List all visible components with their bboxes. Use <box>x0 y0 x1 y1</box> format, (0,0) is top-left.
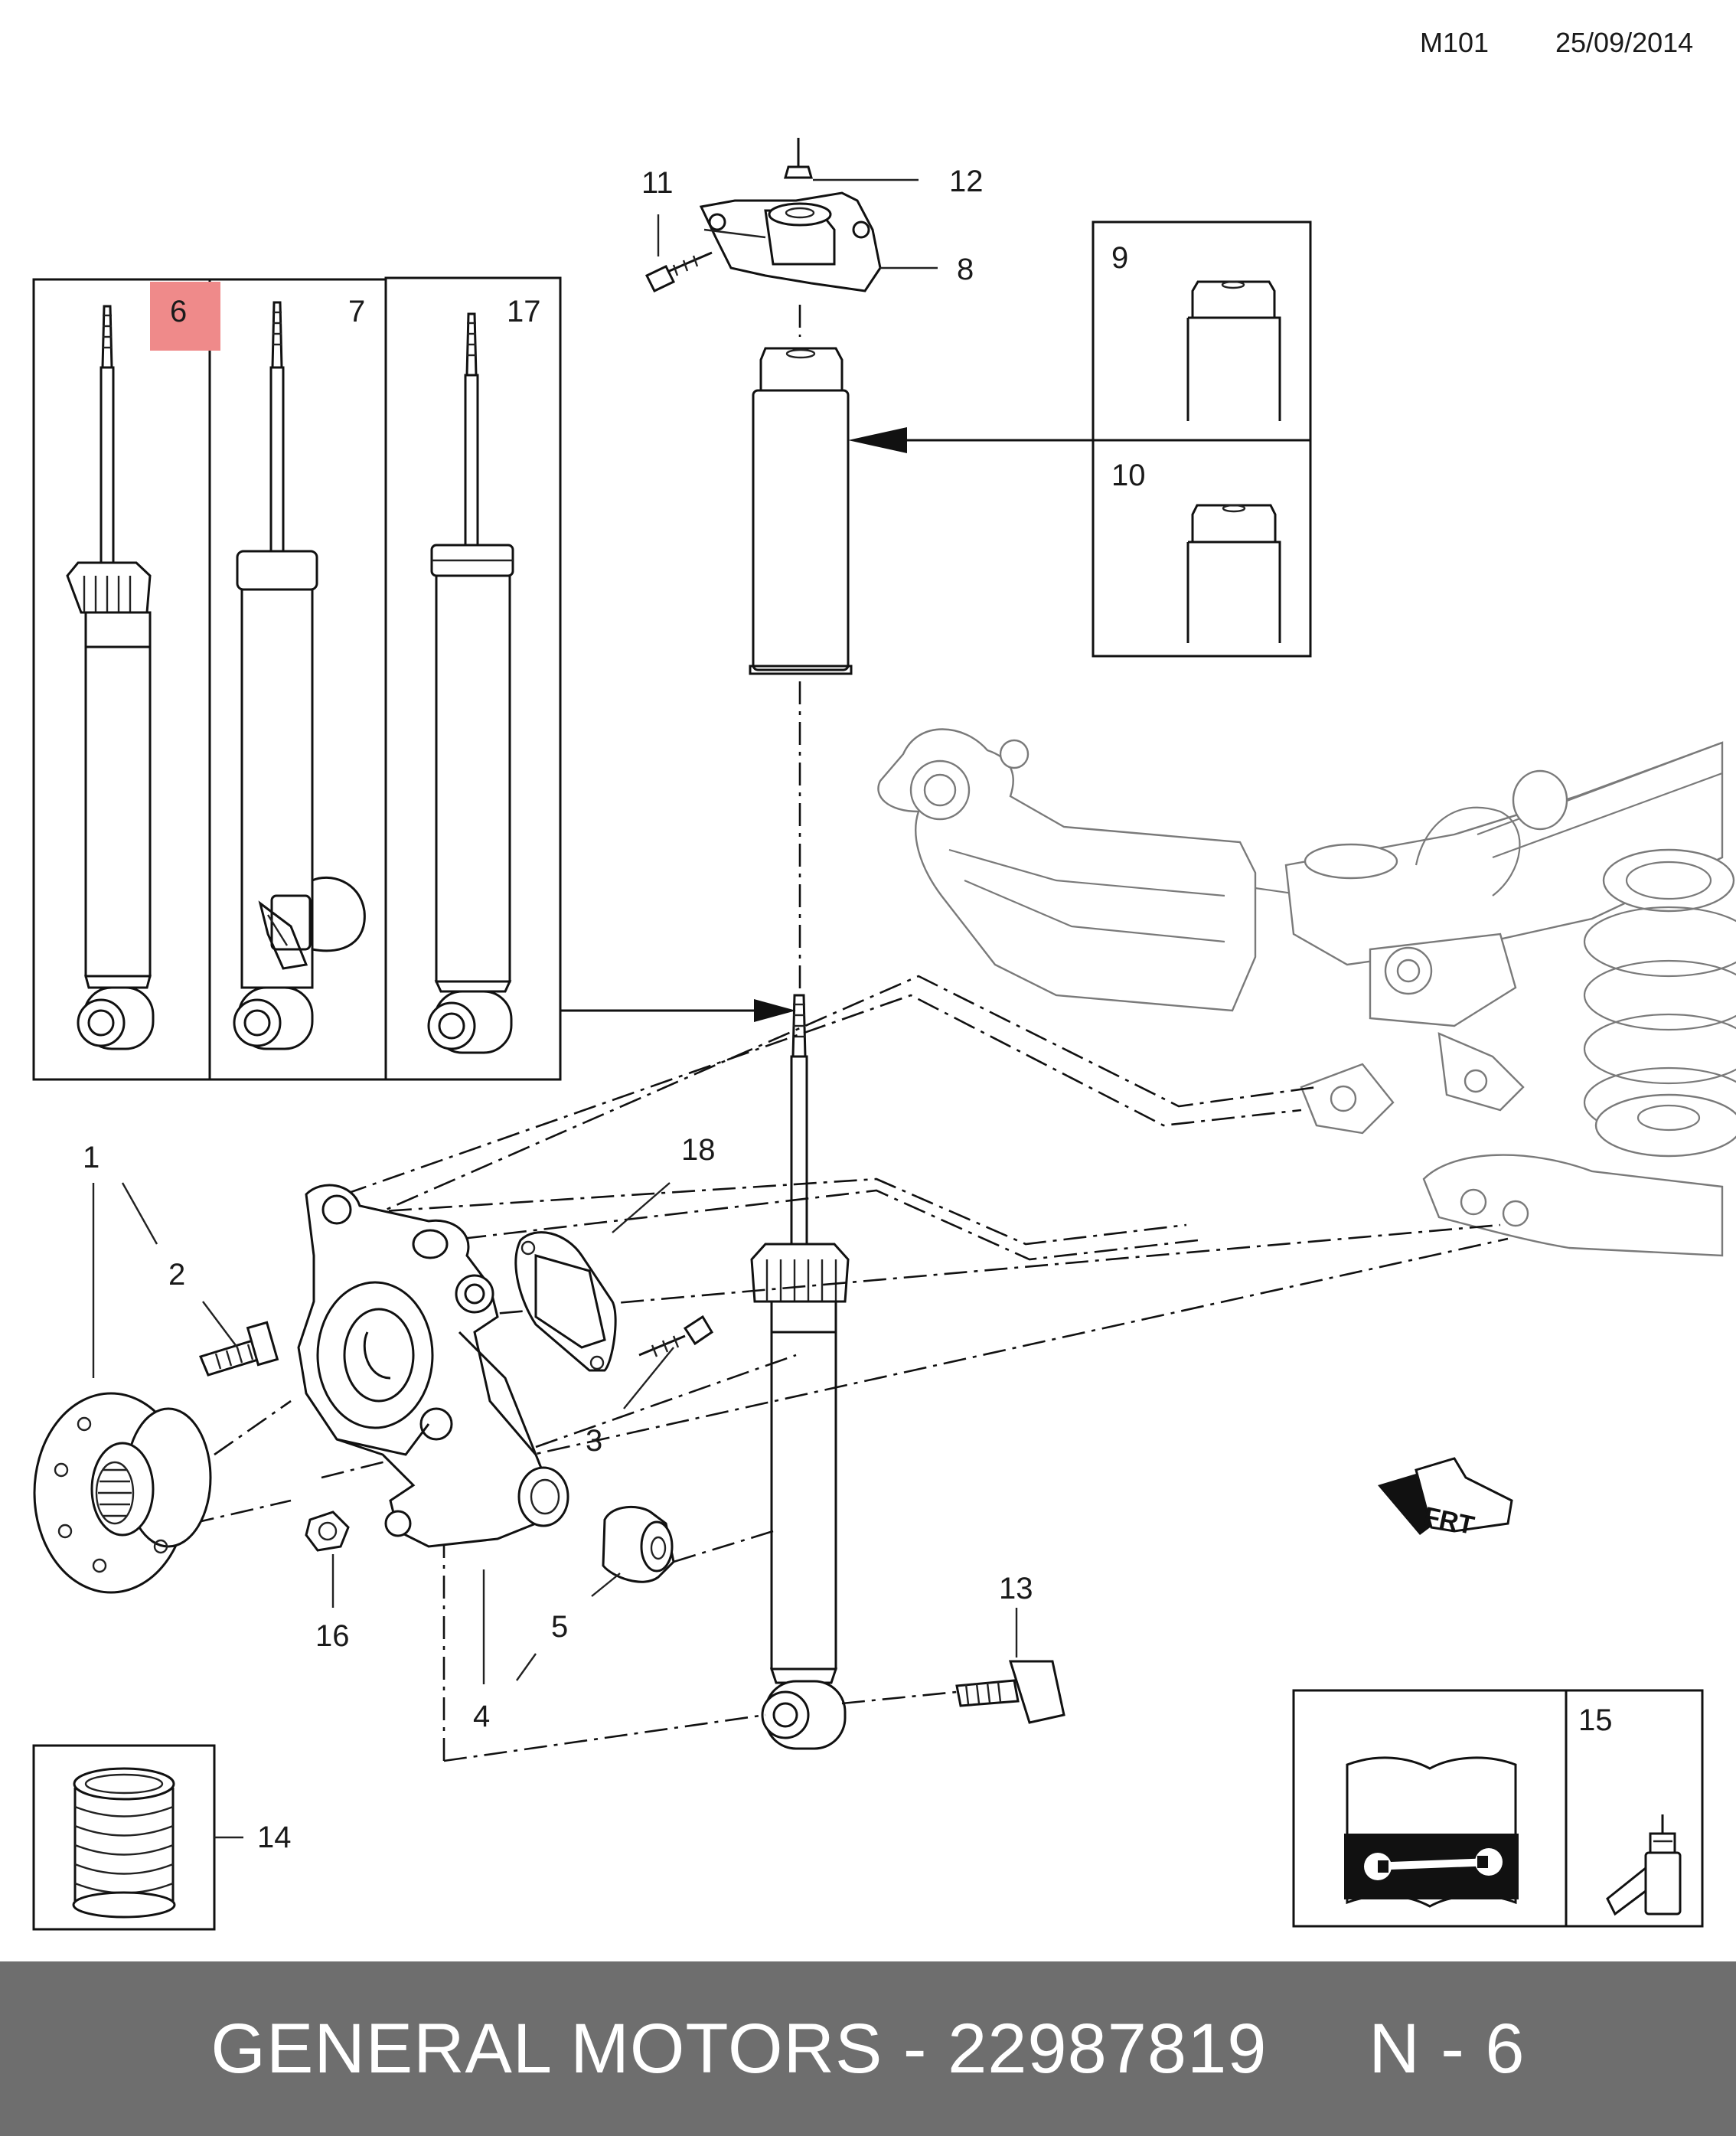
callout-6: 6 <box>170 295 187 328</box>
highlight-6 <box>150 282 220 351</box>
diagram-code: M101 <box>1420 27 1489 58</box>
rear-subframe-drawing <box>877 728 1736 1257</box>
callout-5: 5 <box>551 1610 568 1644</box>
leader-4b <box>516 1653 537 1681</box>
callout-15: 15 <box>1578 1703 1613 1737</box>
service-info-box: 15 <box>1292 1689 1704 1928</box>
knuckle-4 <box>297 1184 569 1548</box>
leader-5 <box>591 1573 621 1597</box>
dust-boot-14 <box>32 1744 216 1931</box>
wheel-hub-1 <box>33 1392 212 1594</box>
callout-17: 17 <box>507 295 541 328</box>
shock-absorber-7 <box>233 301 366 1050</box>
cover-18 <box>514 1231 617 1372</box>
callout-7: 7 <box>348 295 365 328</box>
callout-3: 3 <box>586 1424 602 1458</box>
bushing-5 <box>602 1505 675 1583</box>
arrow-bumpstop-head <box>848 427 907 453</box>
bump-stop-10 <box>1186 504 1281 643</box>
diagram-date: 25/09/2014 <box>1555 27 1693 58</box>
callout-16: 16 <box>315 1619 350 1653</box>
callout-11: 11 <box>641 166 674 200</box>
footer-bar: GENERAL MOTORS - 22987819 N - 6 <box>0 1961 1736 2136</box>
front-direction-icon: FRT <box>1378 1457 1513 1540</box>
leader-18 <box>612 1182 671 1233</box>
wheel-stud-2 <box>198 1321 279 1377</box>
callout-8: 8 <box>957 253 974 286</box>
callout-9: 9 <box>1111 241 1128 275</box>
callout-2: 2 <box>168 1258 185 1292</box>
arrow-variants-head <box>754 999 796 1022</box>
bump-stop-main <box>749 305 853 995</box>
bolt-13 <box>955 1660 1065 1724</box>
callout-10: 10 <box>1111 459 1146 492</box>
callout-13: 13 <box>999 1572 1033 1605</box>
callout-12: 12 <box>949 165 984 198</box>
nut-16 <box>305 1511 350 1552</box>
manual-book-icon <box>1344 1756 1519 1908</box>
shock-absorber-6 <box>66 305 155 1050</box>
sealant-bottle-15 <box>1606 1814 1682 1916</box>
shock-absorber-17 <box>427 312 514 1054</box>
leader-3 <box>623 1347 674 1409</box>
bolt-3 <box>638 1315 714 1357</box>
shock-absorber-main <box>750 994 850 1750</box>
part-number-label: GENERAL MOTORS - 22987819 N - 6 <box>210 2009 1526 2088</box>
callout-14: 14 <box>257 1821 292 1854</box>
bolt-11 <box>644 251 713 292</box>
bump-stop-variants-box: 9 10 <box>1092 220 1312 658</box>
callout-1: 1 <box>83 1141 100 1174</box>
upper-mount-8 <box>699 138 882 292</box>
leader-2 <box>202 1301 238 1348</box>
callout-18: 18 <box>681 1133 716 1167</box>
leader-1b <box>121 1182 158 1245</box>
bump-stop-9 <box>1186 280 1281 421</box>
shock-variants-box: 6 7 17 <box>32 276 562 1081</box>
callout-4: 4 <box>473 1700 490 1733</box>
parts-diagram: M101 25/09/2014 <box>32 27 1736 1931</box>
assembly-dash-lines <box>191 975 1509 1762</box>
